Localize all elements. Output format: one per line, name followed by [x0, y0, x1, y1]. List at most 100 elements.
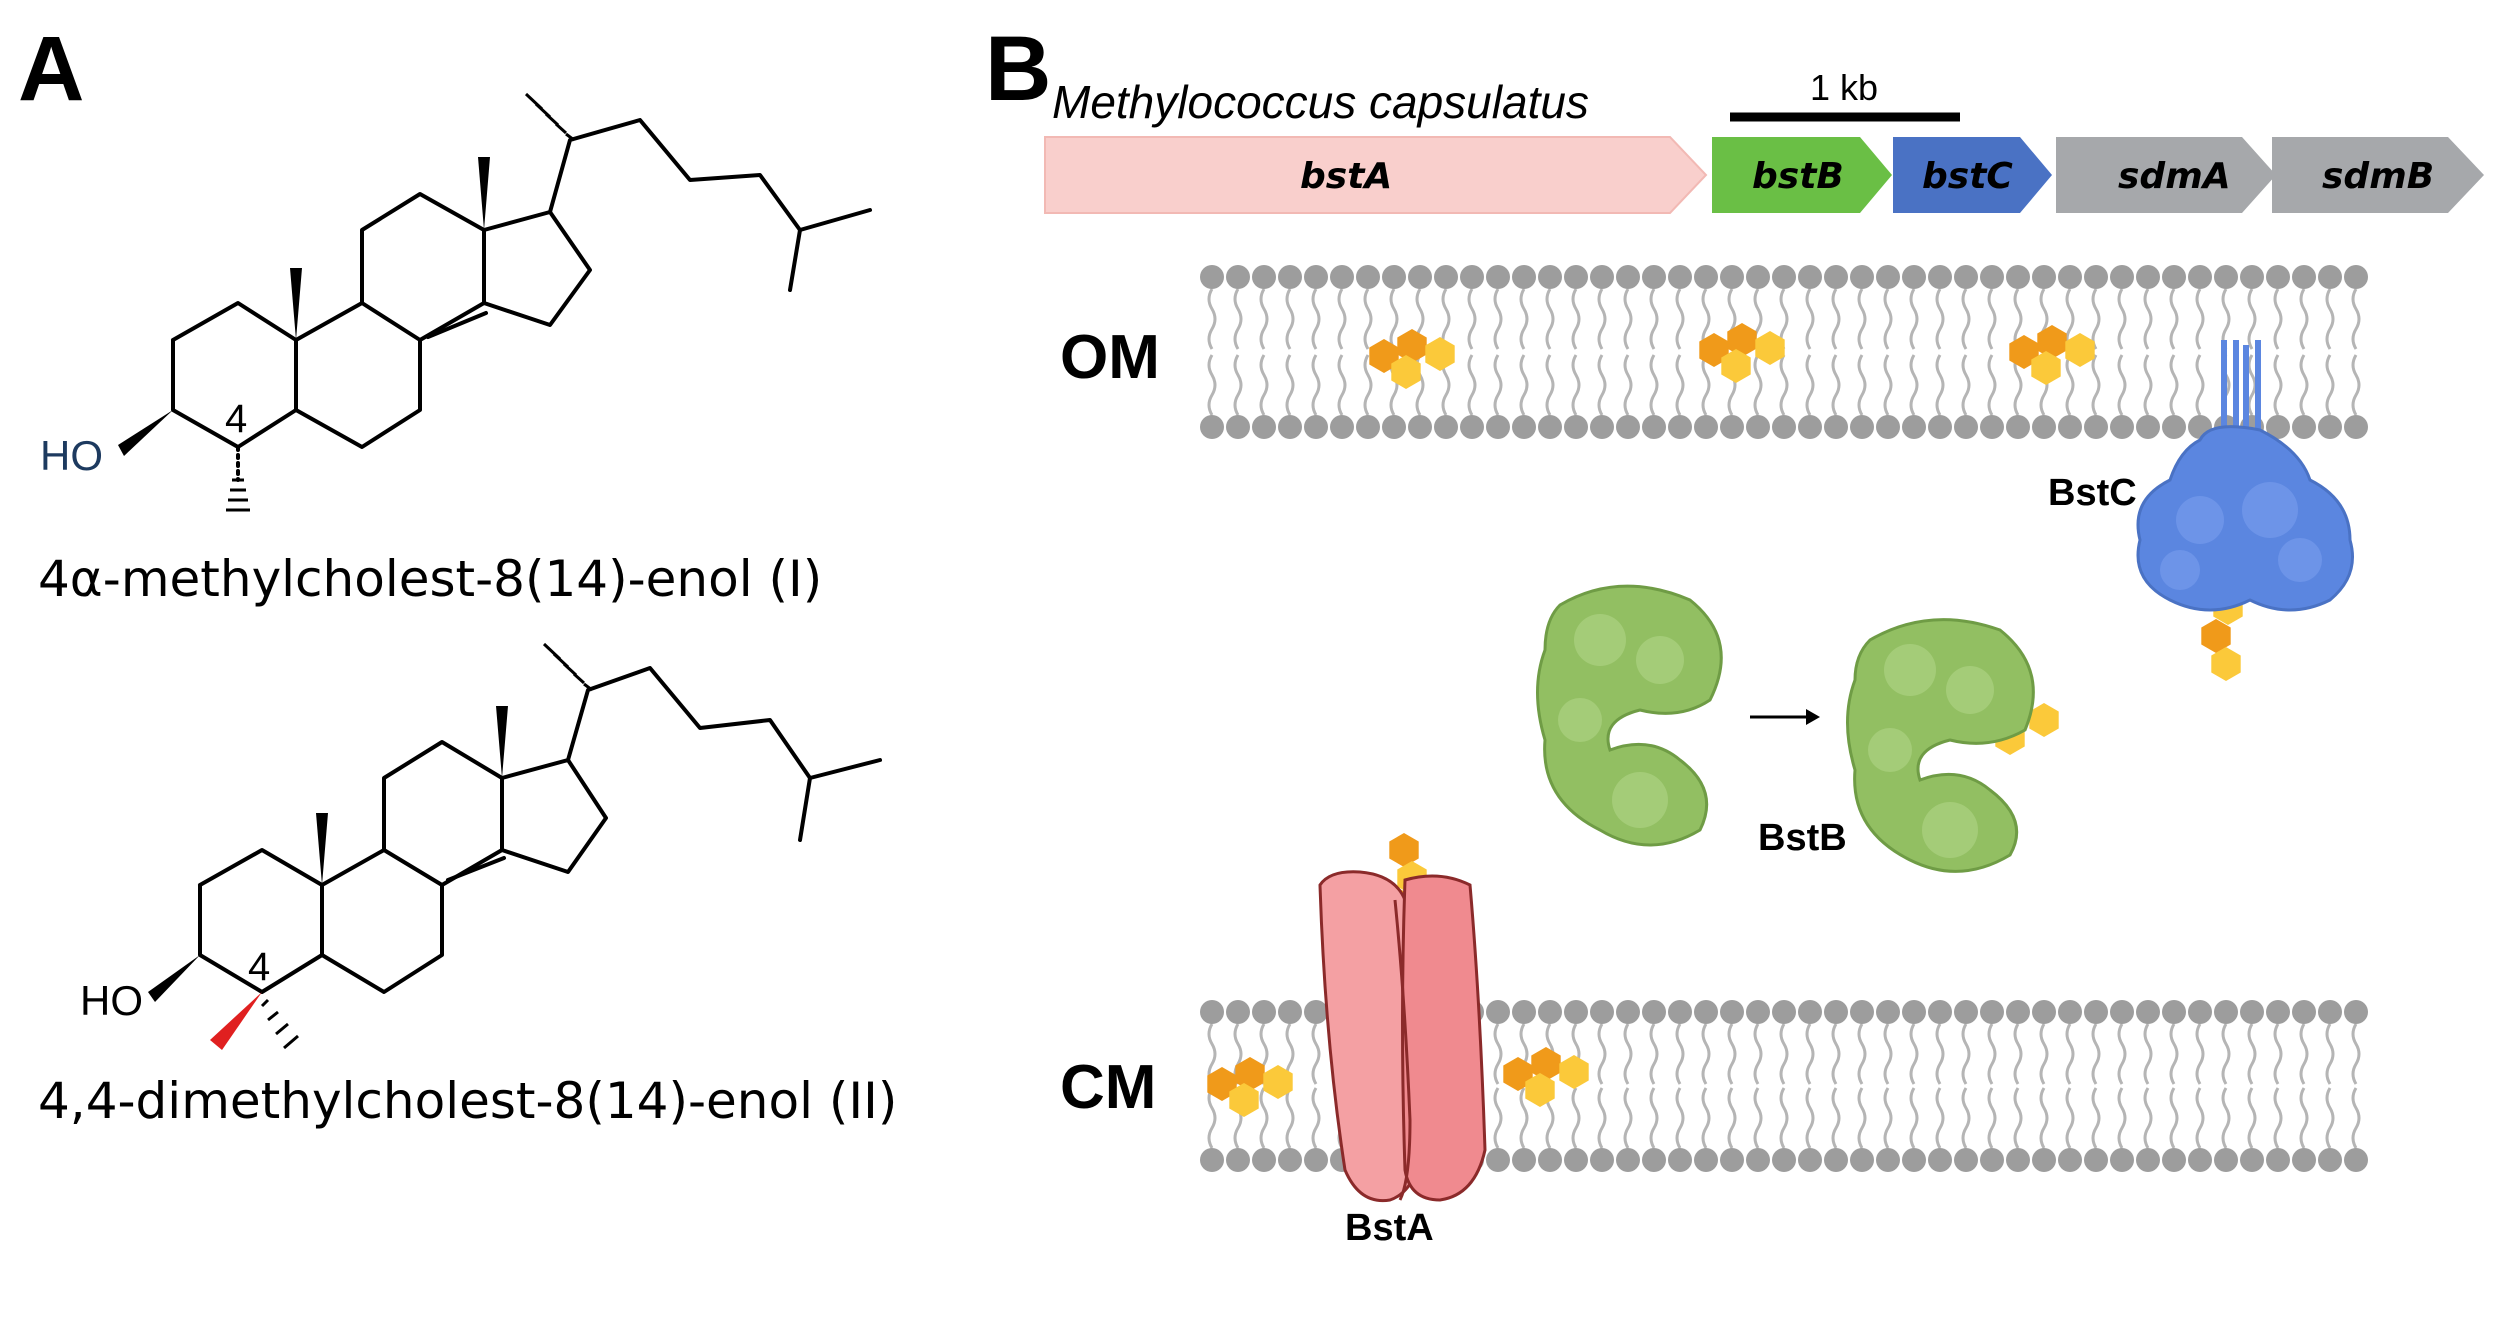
lipid-tail — [2065, 1023, 2075, 1085]
lipid-tail — [1207, 354, 1217, 416]
sterol-ring — [1559, 1055, 1589, 1089]
lipid-head — [1512, 265, 1536, 289]
lipid-tail — [1883, 354, 1893, 416]
lipid-tail — [1805, 1087, 1815, 1149]
lipid-head — [1226, 1148, 1250, 1172]
lipid-tail — [2065, 354, 2075, 416]
lipid-tail — [2325, 1023, 2335, 1085]
lipid-tail — [2039, 1087, 2049, 1149]
lipid-head — [1564, 415, 1588, 439]
lipid-head — [1226, 265, 1250, 289]
sterol-ring — [2031, 351, 2061, 385]
lipid-head — [1408, 415, 1432, 439]
lipid-head — [1798, 1148, 1822, 1172]
lipid-tail — [1311, 354, 1321, 416]
lipid-tail — [1935, 1087, 1945, 1149]
lipid-head — [2084, 1000, 2108, 1024]
lipid-head — [2162, 1000, 2186, 1024]
sterol-ring — [1263, 1065, 1293, 1099]
sterol-ring — [2065, 333, 2095, 367]
bstb-sterol-complex: BstB — [1758, 618, 2035, 873]
lipid-tail — [1519, 1087, 1529, 1149]
lipid-tail — [1389, 288, 1399, 350]
lipid-head — [2318, 415, 2342, 439]
lipid-tail — [2351, 1087, 2361, 1149]
lipid-tail — [1337, 354, 1347, 416]
lipid-head — [1590, 265, 1614, 289]
lipid-head — [2032, 415, 2056, 439]
lipid-head — [2344, 1000, 2368, 1024]
lipid-head — [2266, 1000, 2290, 1024]
lipid-tail — [1233, 354, 1243, 416]
lipid-tail — [2091, 288, 2101, 350]
lipid-tail — [2325, 288, 2335, 350]
lipid-head — [2006, 415, 2030, 439]
sterol-ring — [1389, 833, 1419, 867]
lipid-tail — [1753, 1087, 1763, 1149]
lipid-head — [1616, 1148, 1640, 1172]
lipid-tail — [1233, 288, 1243, 350]
lipid-head — [1200, 1000, 1224, 1024]
lipid-head — [1954, 265, 1978, 289]
lipid-head — [1278, 1148, 1302, 1172]
lipid-tail — [1493, 354, 1503, 416]
lipid-head — [1564, 1000, 1588, 1024]
gene-label-sdma: sdmA — [2118, 156, 2231, 197]
sterol — [1207, 1057, 1293, 1117]
lipid-head — [1850, 415, 1874, 439]
compound-1-hydroxyl: HO — [40, 432, 103, 479]
lipid-head — [1746, 415, 1770, 439]
lipid-tail — [2013, 1087, 2023, 1149]
lipid-tail — [2143, 354, 2153, 416]
lipid-head — [2214, 1148, 2238, 1172]
lipid-tail — [1909, 288, 1919, 350]
lipid-head — [1304, 1148, 1328, 1172]
lipid-tail — [2299, 354, 2309, 416]
lipid-head — [2344, 415, 2368, 439]
lipid-head — [1512, 415, 1536, 439]
lipid-head — [1980, 1148, 2004, 1172]
gene-cluster: bstA bstB bstC sdmA sdmB — [1044, 136, 2484, 214]
lipid-head — [1902, 1148, 1926, 1172]
lipid-head — [2032, 1148, 2056, 1172]
bstb-apo-protein — [1536, 584, 1723, 847]
lipid-head — [1876, 415, 1900, 439]
panel-b-letter: B — [985, 18, 1051, 120]
lipid-head — [2136, 415, 2160, 439]
lipid-head — [1772, 1148, 1796, 1172]
compound-2-label: 4,4-dimethylcholest-8(14)-enol (II) — [38, 1072, 897, 1130]
lipid-head — [1616, 265, 1640, 289]
lipid-tail — [1753, 354, 1763, 416]
lipid-tail — [1259, 354, 1269, 416]
lipid-head — [1746, 265, 1770, 289]
lipid-tail — [2247, 288, 2257, 350]
lipid-tail — [1857, 288, 1867, 350]
lipid-tail — [1623, 1087, 1633, 1149]
lipid-tail — [1545, 354, 1555, 416]
lipid-head — [2110, 415, 2134, 439]
lipid-head — [1252, 415, 1276, 439]
lipid-tail — [2143, 1023, 2153, 1085]
lipid-head — [1252, 1000, 1276, 1024]
sterol-ring — [1425, 337, 1455, 371]
lipid-tail — [1311, 1023, 1321, 1085]
lipid-tail — [2351, 354, 2361, 416]
lipid-tail — [1285, 354, 1295, 416]
lipid-head — [2292, 1000, 2316, 1024]
lipid-tail — [2195, 1087, 2205, 1149]
lipid-tail — [1987, 288, 1997, 350]
lipid-tail — [1311, 1087, 1321, 1149]
lipid-tail — [1311, 288, 1321, 350]
cytoplasmic-membrane-label: CM — [1060, 1053, 1156, 1122]
lipid-head — [2188, 265, 2212, 289]
gene-arrow-sdmb: sdmB — [2272, 137, 2484, 213]
lipid-head — [2266, 265, 2290, 289]
lipid-head — [1928, 265, 1952, 289]
lipid-tail — [1597, 288, 1607, 350]
lipid-head — [1668, 265, 1692, 289]
gene-arrow-bsta: bstA — [1044, 136, 1708, 214]
lipid-tail — [2247, 1087, 2257, 1149]
lipid-head — [2266, 1148, 2290, 1172]
lipid-tail — [1831, 288, 1841, 350]
